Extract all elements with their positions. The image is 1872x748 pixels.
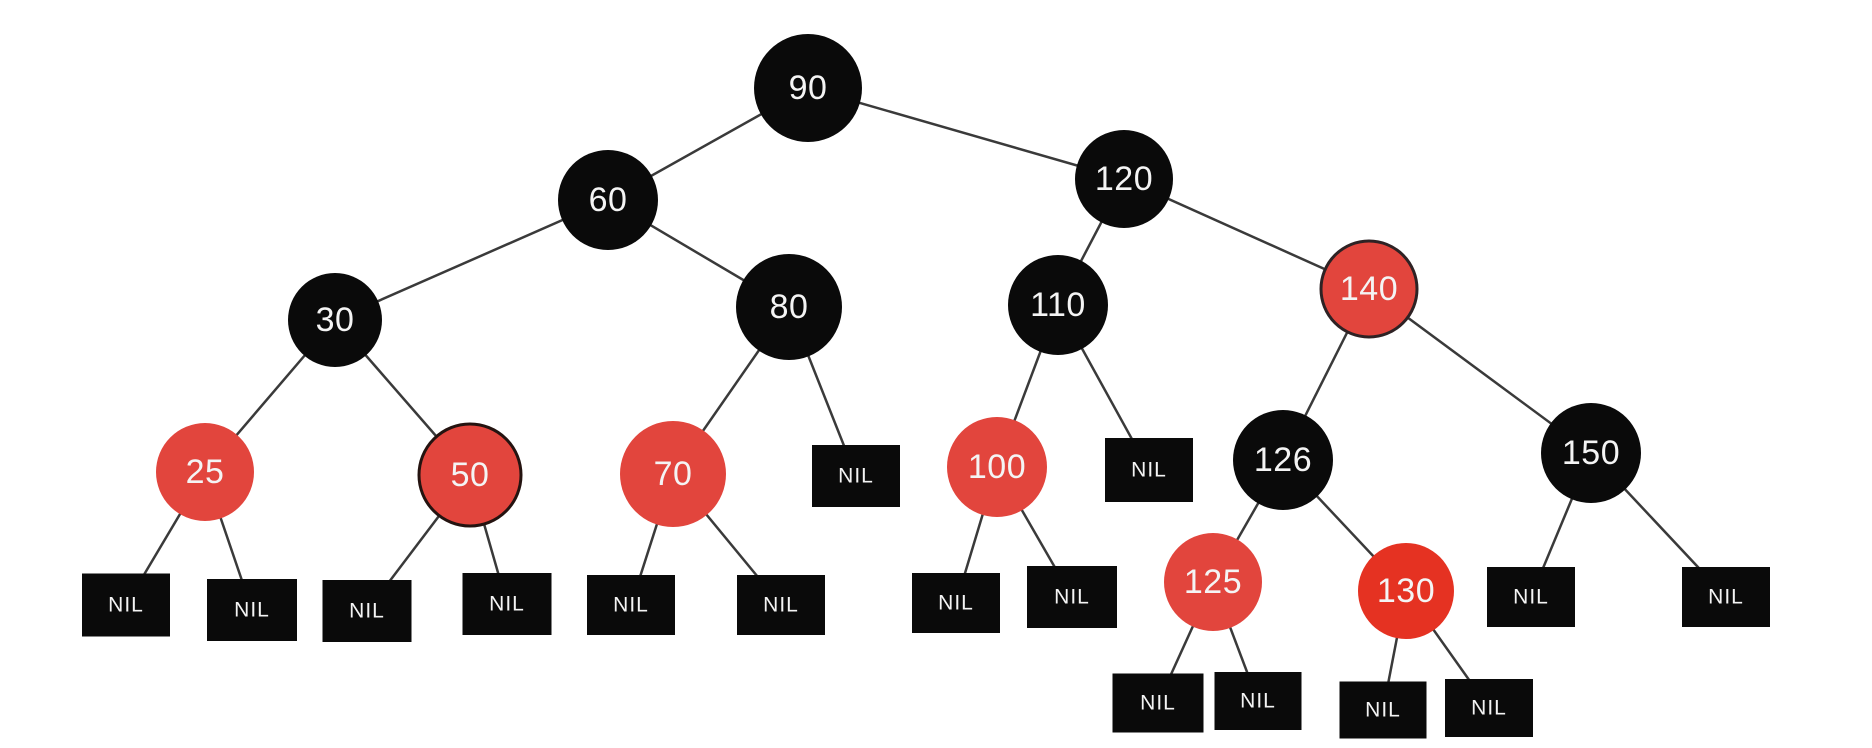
nil-box	[1487, 567, 1575, 627]
tree-node-100-red: 100	[947, 417, 1047, 517]
node-value-label: 70	[654, 455, 693, 493]
nil-leaf-nil-70-r: NIL	[737, 575, 825, 635]
nil-leaf-nil-100-r: NIL	[1027, 566, 1117, 628]
nil-leaf-nil-125-r: NIL	[1214, 672, 1302, 730]
nil-box	[1105, 438, 1193, 502]
node-circle	[558, 150, 658, 250]
node-circle	[156, 423, 254, 521]
nil-box	[1027, 566, 1117, 628]
nil-box	[1339, 681, 1427, 739]
nil-box	[587, 575, 675, 635]
node-circle	[754, 34, 862, 142]
nil-box	[322, 580, 412, 642]
node-circle	[1075, 130, 1173, 228]
nil-label: NIL	[1471, 697, 1507, 720]
nil-box	[1682, 567, 1770, 627]
nil-label: NIL	[938, 592, 974, 615]
node-circle	[1008, 255, 1108, 355]
tree-node-90-black: 90	[754, 34, 862, 142]
tree-node-150-black: 150	[1541, 403, 1641, 503]
nil-box	[462, 573, 552, 635]
nil-box	[207, 579, 297, 641]
nil-box	[1445, 679, 1533, 737]
node-value-label: 80	[770, 288, 809, 326]
nil-label: NIL	[1708, 586, 1744, 609]
node-value-label: 150	[1562, 434, 1620, 472]
tree-node-70-red: 70	[620, 421, 726, 527]
nil-box	[812, 445, 900, 507]
nil-box	[912, 573, 1000, 633]
nil-leaf-nil-130-l: NIL	[1339, 681, 1427, 739]
tree-node-125-red: 125	[1164, 533, 1262, 631]
nil-leaf-nil-150-r: NIL	[1682, 567, 1770, 627]
node-circle	[1164, 533, 1262, 631]
node-value-label: 126	[1254, 441, 1312, 479]
nil-label: NIL	[763, 594, 799, 617]
nil-label: NIL	[234, 599, 270, 622]
nil-leaf-nil-70-l: NIL	[587, 575, 675, 635]
nil-label: NIL	[1131, 459, 1167, 482]
nil-box	[1214, 672, 1302, 730]
nil-leaf-nil-100-l: NIL	[912, 573, 1000, 633]
tree-node-120-black: 120	[1075, 130, 1173, 228]
tree-node-60-black: 60	[558, 150, 658, 250]
node-value-label: 30	[316, 301, 355, 339]
node-circle	[1233, 410, 1333, 510]
nil-leaf-nil-130-r: NIL	[1445, 679, 1533, 737]
node-value-label: 25	[186, 453, 225, 491]
node-circle	[1319, 239, 1419, 339]
tree-node-140-red: 140	[1319, 239, 1419, 339]
node-value-label: 110	[1030, 286, 1086, 324]
tree-node-80-black: 80	[736, 254, 842, 360]
nil-leaf-nil-25-r: NIL	[207, 579, 297, 641]
node-circle	[947, 417, 1047, 517]
node-value-label: 125	[1184, 563, 1242, 601]
nil-leaf-nil-25-l: NIL	[82, 573, 170, 637]
nil-label: NIL	[838, 465, 874, 488]
node-circle	[1358, 543, 1454, 639]
nil-leaf-nil-80-r: NIL	[812, 445, 900, 507]
nil-box	[737, 575, 825, 635]
tree-node-130-red: 130	[1358, 543, 1454, 639]
node-circle	[620, 421, 726, 527]
nil-leaf-nil-50-l: NIL	[322, 580, 412, 642]
node-circle	[417, 422, 523, 528]
tree-node-126-black: 126	[1233, 410, 1333, 510]
node-value-label: 120	[1095, 160, 1153, 198]
nil-leaf-nil-150-l: NIL	[1487, 567, 1575, 627]
node-circle	[1541, 403, 1641, 503]
node-circle	[736, 254, 842, 360]
nil-label: NIL	[489, 593, 525, 616]
node-value-label: 50	[451, 456, 490, 494]
nil-label: NIL	[613, 594, 649, 617]
node-value-label: 90	[789, 69, 828, 107]
nil-label: NIL	[1240, 690, 1276, 713]
nil-label: NIL	[1513, 586, 1549, 609]
nil-leaf-nil-50-r: NIL	[462, 573, 552, 635]
node-value-label: 140	[1340, 270, 1398, 308]
tree-node-50-red: 50	[417, 422, 523, 528]
nil-box	[1112, 673, 1204, 733]
node-circle	[288, 273, 382, 367]
tree-node-25-red: 25	[156, 423, 254, 521]
node-value-label: 100	[968, 448, 1026, 486]
node-value-label: 60	[589, 181, 628, 219]
tree-node-30-black: 30	[288, 273, 382, 367]
node-value-label: 130	[1377, 572, 1435, 610]
nil-label: NIL	[1054, 586, 1090, 609]
nil-leaf-nil-110-r: NIL	[1105, 438, 1193, 502]
nil-label: NIL	[1140, 692, 1176, 715]
nil-leaf-nil-125-l: NIL	[1112, 673, 1204, 733]
nil-label: NIL	[108, 594, 144, 617]
tree-node-110-black: 110	[1008, 255, 1108, 355]
tree-edge-90-120	[807, 86, 1125, 181]
nil-label: NIL	[349, 600, 385, 623]
nil-box	[82, 573, 170, 637]
nil-label: NIL	[1365, 699, 1401, 722]
